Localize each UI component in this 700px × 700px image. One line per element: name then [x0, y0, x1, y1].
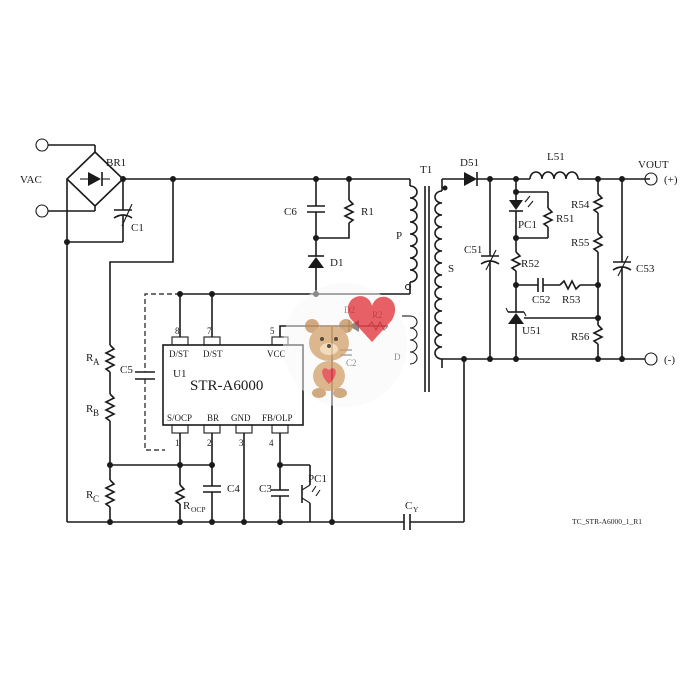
capacitor-c51: C51 [464, 179, 500, 359]
svg-text:Y: Y [413, 505, 419, 514]
svg-text:P: P [396, 230, 402, 242]
capacitor-c1: C1 [113, 179, 144, 242]
resistor-rocp: R OCP [174, 484, 206, 525]
svg-text:C: C [405, 500, 412, 512]
capacitor-c53: C53 [612, 179, 655, 359]
svg-text:BR: BR [207, 413, 219, 423]
optocoupler-pc1-transistor: PC1 [301, 465, 327, 522]
vout-label: VOUT [638, 159, 669, 171]
resistor-ra: R A [86, 344, 116, 373]
svg-text:C51: C51 [464, 244, 482, 256]
ic-u1: 8 7 5 D/ST D/ST VCC U1 STR-A6000 S/OCP B… [162, 326, 304, 448]
c1-label: C1 [131, 222, 144, 234]
svg-text:B: B [93, 408, 99, 418]
svg-text:FB/OLP: FB/OLP [262, 413, 293, 423]
svg-text:U1: U1 [173, 368, 186, 380]
svg-text:D1: D1 [330, 257, 343, 269]
svg-text:C6: C6 [284, 206, 297, 218]
svg-text:D/ST: D/ST [169, 349, 189, 359]
teddy-bear-watermark [283, 283, 407, 407]
svg-text:C53: C53 [636, 263, 655, 275]
bridge-rectifier-br1: BR1 [65, 145, 126, 242]
svg-text:R53: R53 [562, 294, 581, 306]
svg-text:R: R [86, 489, 94, 501]
svg-text:VCC: VCC [267, 349, 286, 359]
svg-text:R52: R52 [521, 258, 539, 270]
svg-text:5: 5 [270, 326, 275, 336]
svg-text:L51: L51 [547, 151, 565, 163]
svg-text:R: R [86, 403, 94, 415]
svg-text:D51: D51 [460, 157, 479, 169]
resistor-r52: R52 [510, 238, 539, 312]
svg-text:S: S [448, 263, 454, 275]
capacitor-c3: C3 [259, 465, 289, 525]
resistor-rb: R B [86, 393, 116, 422]
ic-part-number: STR-A6000 [190, 378, 263, 394]
svg-text:A: A [93, 357, 100, 367]
svg-text:1: 1 [175, 438, 180, 448]
svg-text:(-): (-) [664, 354, 675, 366]
svg-text:R1: R1 [361, 206, 374, 218]
svg-text:2: 2 [207, 438, 212, 448]
svg-text:C4: C4 [227, 483, 240, 495]
svg-text:8: 8 [175, 326, 180, 336]
svg-text:C52: C52 [532, 294, 550, 306]
svg-text:U51: U51 [522, 325, 541, 337]
drawing-reference: TC_STR-A6000_1_R1 [572, 517, 642, 526]
svg-text:S/OCP: S/OCP [167, 413, 192, 423]
ac-input: VAC [20, 138, 95, 218]
svg-text:R51: R51 [556, 213, 574, 225]
shunt-regulator-u51: U51 [505, 307, 598, 359]
svg-text:GND: GND [231, 413, 251, 423]
resistor-rc: R C [86, 479, 116, 508]
svg-text:(+): (+) [664, 174, 678, 186]
svg-text:R55: R55 [571, 237, 590, 249]
output-terminals: VOUT (+) (-) [638, 159, 678, 366]
vac-label: VAC [20, 174, 42, 186]
inductor-l51: L51 [529, 151, 650, 180]
svg-text:T1: T1 [420, 164, 432, 176]
svg-text:PC1: PC1 [308, 473, 327, 485]
snubber-network: C6 R1 D1 [284, 179, 374, 294]
svg-text:C3: C3 [259, 483, 272, 495]
svg-text:C: C [93, 494, 99, 504]
svg-text:7: 7 [207, 326, 212, 336]
svg-text:D/ST: D/ST [203, 349, 223, 359]
optocoupler-pc1-led: PC1 R51 [509, 179, 574, 241]
svg-text:OCP: OCP [191, 505, 206, 514]
svg-text:4: 4 [269, 438, 274, 448]
compensation-c52-r53: C52 R53 [516, 278, 598, 306]
feedback-divider: R54 R55 R56 [571, 179, 604, 359]
svg-text:R: R [183, 500, 191, 512]
svg-text:3: 3 [239, 438, 244, 448]
svg-text:PC1: PC1 [518, 219, 537, 231]
capacitor-c5-optional: C5 [120, 293, 180, 451]
svg-text:R54: R54 [571, 199, 590, 211]
svg-text:R56: R56 [571, 331, 590, 343]
diode-d51: D51 [442, 157, 530, 186]
transformer-t1: T1 P S D [316, 164, 454, 392]
svg-text:R: R [86, 352, 94, 364]
br1-label: BR1 [106, 157, 126, 169]
svg-text:C5: C5 [120, 364, 133, 376]
capacitor-cy: C Y [403, 359, 465, 530]
capacitor-c4: C4 [203, 465, 240, 525]
